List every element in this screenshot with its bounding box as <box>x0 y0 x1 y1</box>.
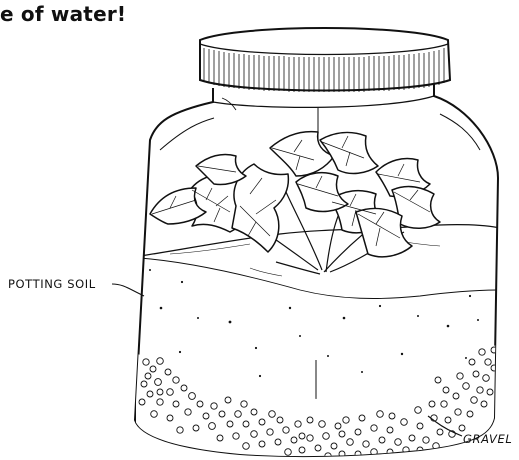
jar-lid <box>200 28 450 92</box>
leaf <box>296 173 348 212</box>
gravel-layer <box>136 344 498 460</box>
potting-soil-label: POTTING SOIL <box>8 277 96 291</box>
potting-soil-layer <box>140 225 500 385</box>
potting-soil-leader-line <box>112 284 144 296</box>
gravel-label: GRAVEL <box>463 432 512 446</box>
leaf <box>320 133 378 174</box>
